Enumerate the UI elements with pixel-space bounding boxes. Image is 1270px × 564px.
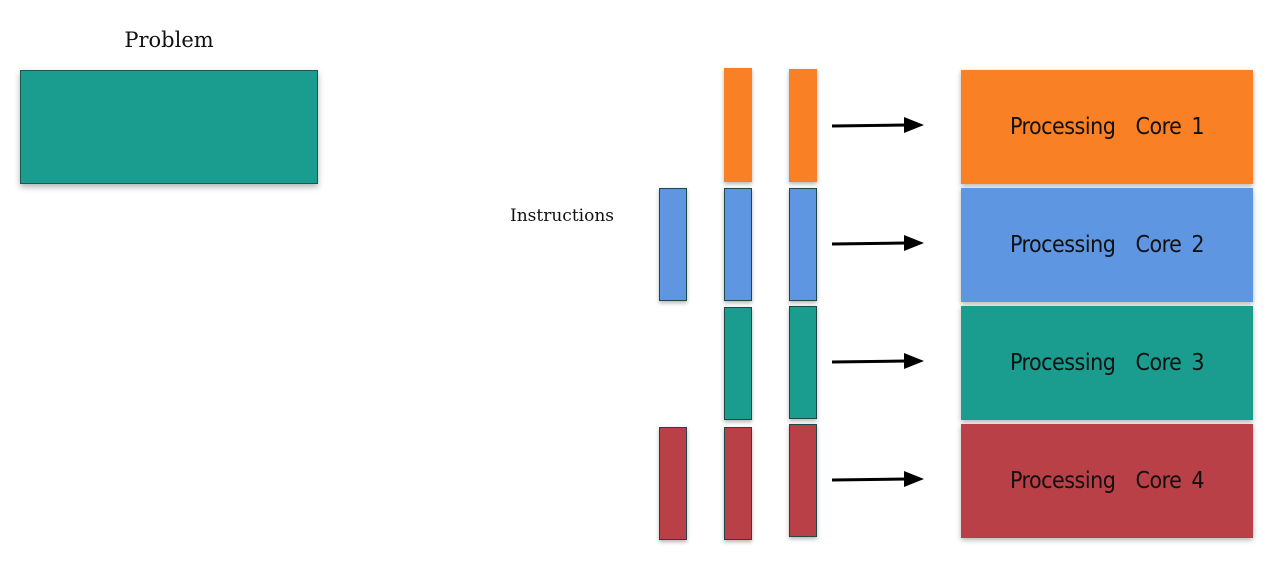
processing-core-1-label: Processing Core 1 — [1009, 114, 1205, 140]
arrow-core-4 — [831, 471, 924, 487]
instruction-bar-blue-col2 — [724, 188, 752, 301]
problem-title: Problem — [124, 28, 214, 52]
instruction-bar-red-col1 — [659, 427, 687, 540]
instruction-bar-teal-col3 — [789, 306, 817, 419]
instruction-bar-orange-col3 — [789, 69, 817, 182]
processing-core-2: Processing Core 2 — [961, 188, 1253, 302]
arrow-core-2 — [831, 235, 924, 251]
processing-core-1: Processing Core 1 — [961, 70, 1253, 184]
instruction-bar-red-col2 — [724, 427, 752, 540]
processing-core-2-label: Processing Core 2 — [1009, 232, 1205, 258]
instruction-bar-orange-col2 — [724, 68, 752, 182]
instruction-bar-red-col3 — [789, 424, 817, 537]
instruction-bar-blue-col3 — [789, 188, 817, 301]
arrow-core-1 — [831, 117, 924, 133]
instruction-bar-blue-col1 — [659, 188, 687, 301]
problem-block — [20, 70, 318, 184]
processing-core-4: Processing Core 4 — [961, 424, 1253, 538]
instructions-label: Instructions — [510, 206, 614, 226]
instruction-bar-teal-col2 — [724, 307, 752, 420]
processing-core-4-label: Processing Core 4 — [1009, 468, 1205, 494]
processing-core-3-label: Processing Core 3 — [1009, 350, 1205, 376]
arrow-core-3 — [831, 353, 924, 369]
processing-core-3: Processing Core 3 — [961, 306, 1253, 420]
